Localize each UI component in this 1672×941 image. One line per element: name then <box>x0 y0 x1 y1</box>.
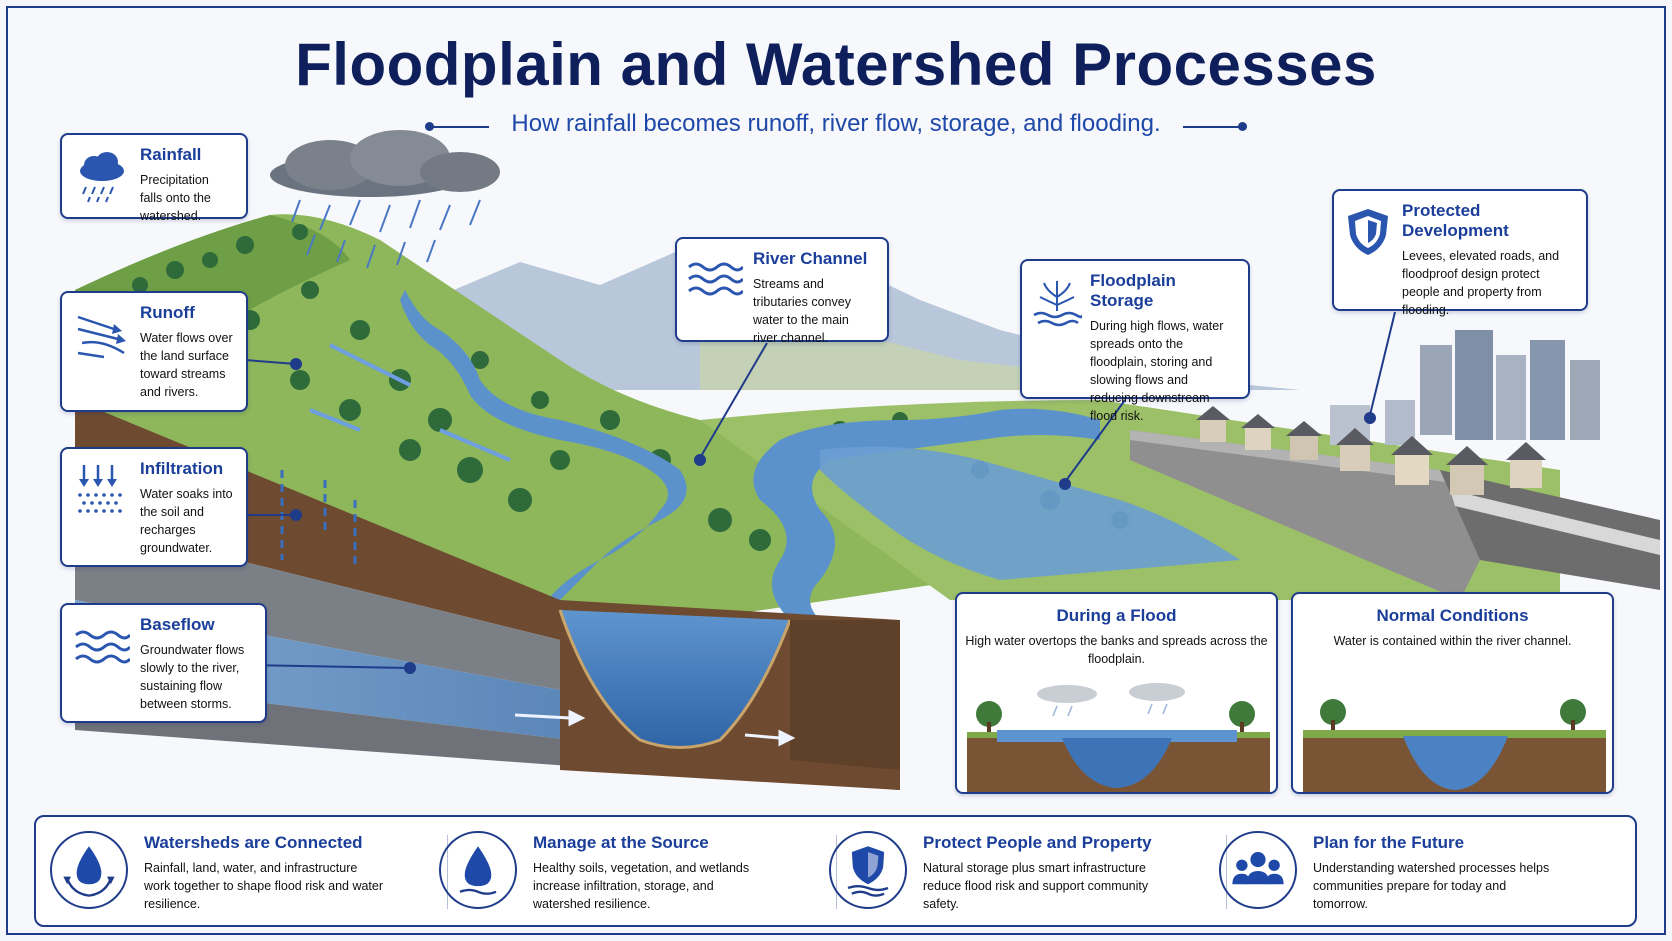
river-channel-heading: River Channel <box>753 249 868 268</box>
inset-during-flood: During a Flood High water overtops the b… <box>955 592 1278 794</box>
protected-development-heading: Protected Development <box>1402 201 1509 240</box>
watersheds-heading: Watersheds are Connected <box>144 833 363 852</box>
during-flood-text: High water overtops the banks and spread… <box>965 634 1268 666</box>
baseflow-heading: Baseflow <box>140 615 215 634</box>
subtitle-divider-right <box>1183 121 1248 131</box>
normal-cross-section <box>1303 699 1606 792</box>
people-group-icon <box>1219 831 1297 909</box>
protect-heading: Protect People and Property <box>923 833 1152 852</box>
rainfall-heading: Rainfall <box>140 145 202 164</box>
callout-river-channel: River Channel Streams and tributaries co… <box>675 237 889 345</box>
infiltration-text: Water soaks into the soil and recharges … <box>140 487 233 555</box>
during-flood-heading: During a Flood <box>1056 606 1177 625</box>
water-drop-cycle-icon <box>50 831 128 909</box>
key-messages-banner: Watersheds are Connected Rainfall, land,… <box>34 815 1637 927</box>
baseflow-text: Groundwater flows slowly to the river, s… <box>140 643 245 711</box>
main-river <box>400 290 1240 620</box>
key-message-watersheds: Watersheds are Connected Rainfall, land,… <box>36 817 426 925</box>
shield-waves-icon <box>829 831 907 909</box>
key-message-manage: Manage at the Source Healthy soils, vege… <box>425 817 815 925</box>
waves-icon <box>688 262 743 296</box>
callout-protected-development: Protected Development Levees, elevated r… <box>1332 189 1588 317</box>
callout-floodplain-storage: Floodplain Storage During high flows, wa… <box>1020 259 1250 423</box>
rain-cloud <box>270 130 500 269</box>
levee-wall <box>1130 430 1660 600</box>
key-message-protect: Protect People and Property Natural stor… <box>815 817 1205 925</box>
runoff-arrows-icon <box>77 315 126 359</box>
callout-rainfall: Rainfall Precipitation falls onto the wa… <box>60 133 248 223</box>
callout-runoff: Runoff Water flows over the land surface… <box>60 291 248 412</box>
plan-heading: Plan for the Future <box>1313 833 1465 852</box>
key-message-plan: Plan for the Future Understanding waters… <box>1205 817 1595 925</box>
protect-text: Natural storage plus smart infrastructur… <box>923 861 1149 911</box>
normal-conditions-text: Water is contained within the river chan… <box>1333 634 1572 648</box>
rainfall-text: Precipitation falls onto the watershed. <box>140 173 211 223</box>
river-channel-text: Streams and tributaries convey water to … <box>753 277 851 345</box>
manage-heading: Manage at the Source <box>533 833 709 852</box>
soil-cross-section <box>75 400 900 790</box>
runoff-text: Water flows over the land surface toward… <box>140 331 233 399</box>
inset-normal-conditions: Normal Conditions Water is contained wit… <box>1291 592 1614 794</box>
rain-cloud-icon <box>80 152 124 203</box>
normal-conditions-heading: Normal Conditions <box>1376 606 1529 625</box>
waves-icon <box>75 630 130 664</box>
subtitle: How rainfall becomes runoff, river flow,… <box>511 110 1161 137</box>
water-drop-icon <box>439 831 517 909</box>
groundwater-flow-arrows <box>514 709 796 747</box>
runoff-heading: Runoff <box>140 303 195 322</box>
watersheds-text: Rainfall, land, water, and infrastructur… <box>144 861 384 911</box>
wetland-plant-icon <box>1033 281 1082 327</box>
page-title: Floodplain and Watershed Processes <box>295 31 1377 98</box>
subtitle-row: How rainfall becomes runoff, river flow,… <box>0 110 1672 138</box>
houses <box>1196 406 1546 495</box>
runoff-arrows <box>309 343 511 462</box>
flood-cross-section <box>967 683 1270 792</box>
shield-icon <box>1348 209 1388 255</box>
plan-text: Understanding watershed processes helps … <box>1313 861 1550 911</box>
infiltration-heading: Infiltration <box>140 459 224 478</box>
infiltration-icon <box>78 465 122 513</box>
callout-infiltration: Infiltration Water soaks into the soil a… <box>60 447 248 567</box>
callout-baseflow: Baseflow Groundwater flows slowly to the… <box>60 603 267 723</box>
protected-development-text: Levees, elevated roads, and floodproof d… <box>1402 249 1560 317</box>
city-skyline <box>1330 330 1600 445</box>
leader-lines <box>244 311 1396 674</box>
subtitle-divider-left <box>424 121 489 131</box>
floodplain-storage-heading: Floodplain Storage <box>1090 271 1176 310</box>
manage-text: Healthy soils, vegetation, and wetlands … <box>533 861 750 911</box>
floodplain-storage-text: During high flows, water spreads onto th… <box>1090 319 1224 423</box>
